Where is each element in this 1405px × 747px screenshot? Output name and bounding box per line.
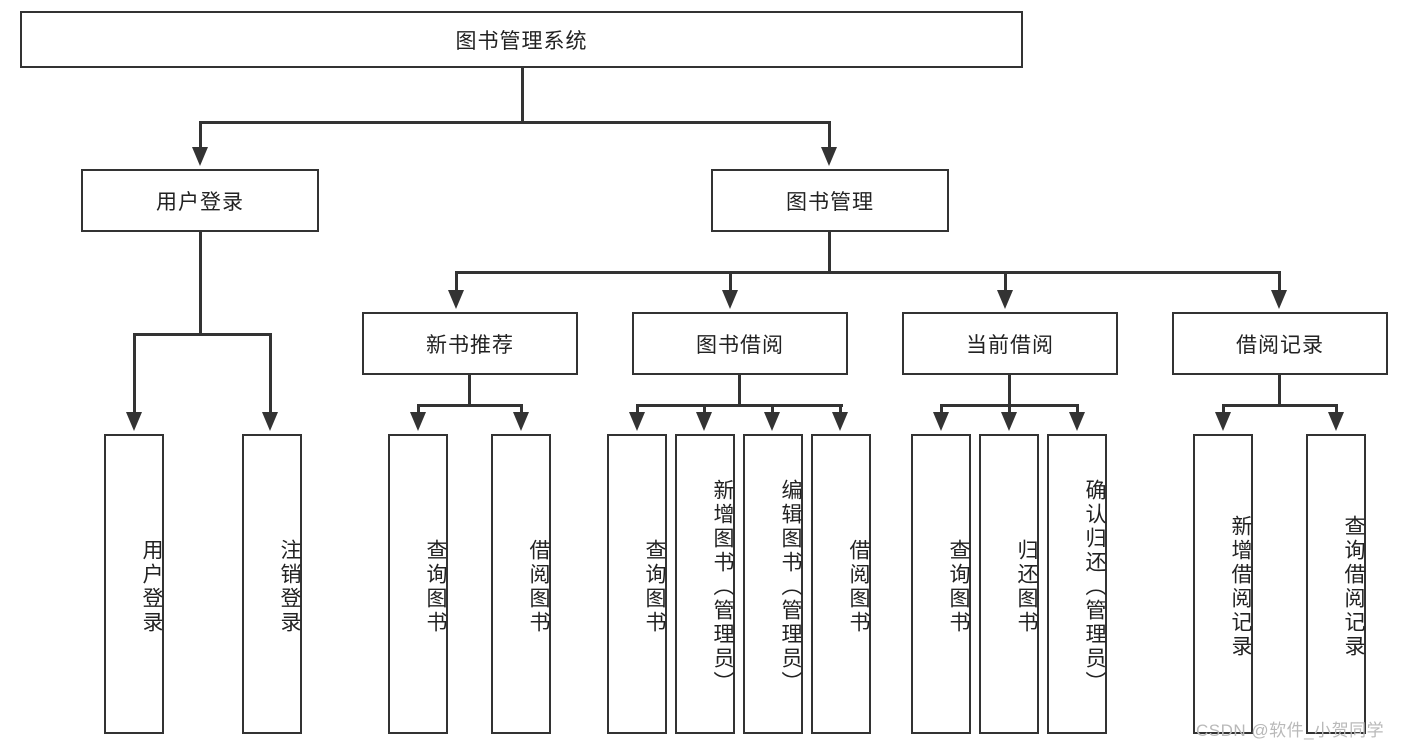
csdn-watermark: CSDN @软件_小贺同学 [1196,721,1385,740]
edge-cb-to-leaf-3 [1076,404,1079,413]
leaf-add-book-label: 新增图书（管理员） [711,479,734,695]
edge-book-manage-bar [455,271,1281,274]
arrow-bm-to-current-borrow [997,290,1013,309]
edge-user-login-to-leaf-2 [269,333,272,413]
edge-bm-to-book-borrow [729,271,732,291]
edge-br-to-leaf-2 [1335,404,1338,413]
leaf-confirm-return-label: 确认归还（管理员） [1083,479,1106,695]
leaf-edit-book[interactable]: 编辑图书（管理员） [743,434,803,734]
leaf-query-record-label: 查询借阅记录 [1342,515,1365,659]
arrow-cb-to-leaf-3 [1069,412,1085,431]
node-current-borrow[interactable]: 当前借阅 [902,312,1118,375]
edge-root-bar [199,121,831,124]
edge-root-to-book-manage [828,121,831,148]
edge-bb-to-leaf-2 [703,404,706,413]
edge-root-stem [521,68,524,124]
arrow-br-to-leaf-2 [1328,412,1344,431]
node-user-login[interactable]: 用户登录 [81,169,319,232]
arrow-bb-to-leaf-2 [696,412,712,431]
leaf-query-book-1[interactable]: 查询图书 [388,434,448,734]
arrow-bb-to-leaf-4 [832,412,848,431]
arrow-cb-to-leaf-2 [1001,412,1017,431]
arrow-user-login-to-leaf-2 [262,412,278,431]
leaf-borrow-book-1[interactable]: 借阅图书 [491,434,551,734]
node-current-borrow-label: 当前借阅 [966,333,1054,357]
arrow-cb-to-leaf-1 [933,412,949,431]
leaf-borrow-book-2-label: 借阅图书 [847,539,870,635]
leaf-user-logout-label: 注销登录 [278,539,301,635]
node-new-book-rec[interactable]: 新书推荐 [362,312,578,375]
node-root[interactable]: 图书管理系统 [20,11,1023,68]
leaf-add-record[interactable]: 新增借阅记录 [1193,434,1253,734]
edge-br-to-leaf-1 [1222,404,1225,413]
node-book-manage[interactable]: 图书管理 [711,169,949,232]
edge-bb-to-leaf-4 [839,404,842,413]
edge-user-login-bar [133,333,272,336]
edge-cb-to-leaf-2 [1008,404,1011,413]
edge-root-to-user-login [199,121,202,148]
arrow-nbr-to-leaf-1 [410,412,426,431]
edge-book-manage-stem [828,232,831,273]
leaf-confirm-return[interactable]: 确认归还（管理员） [1047,434,1107,734]
arrow-bm-to-borrow-record [1271,290,1287,309]
edge-br-bar [1222,404,1338,407]
edge-bm-to-new-book-rec [455,271,458,291]
leaf-query-book-2[interactable]: 查询图书 [607,434,667,734]
node-user-login-label: 用户登录 [156,190,244,214]
node-borrow-record[interactable]: 借阅记录 [1172,312,1388,375]
leaf-add-record-label: 新增借阅记录 [1229,515,1252,659]
edge-cb-stem [1008,375,1011,406]
leaf-return-book-label: 归还图书 [1015,539,1038,635]
edge-cb-to-leaf-1 [940,404,943,413]
leaf-borrow-book-1-label: 借阅图书 [527,539,550,635]
node-book-borrow-label: 图书借阅 [696,333,784,357]
edge-nbr-stem [468,375,471,406]
leaf-user-logout[interactable]: 注销登录 [242,434,302,734]
edge-bb-to-leaf-1 [636,404,639,413]
leaf-query-record[interactable]: 查询借阅记录 [1306,434,1366,734]
arrow-bm-to-book-borrow [722,290,738,309]
arrow-bb-to-leaf-3 [764,412,780,431]
node-book-borrow[interactable]: 图书借阅 [632,312,848,375]
edge-bm-to-borrow-record [1278,271,1281,291]
edge-nbr-to-leaf-1 [417,404,420,413]
arrow-bb-to-leaf-1 [629,412,645,431]
edge-nbr-to-leaf-2 [520,404,523,413]
edge-user-login-stem [199,232,202,335]
arrow-root-to-book-manage [821,147,837,166]
arrow-bm-to-new-book-rec [448,290,464,309]
node-borrow-record-label: 借阅记录 [1236,333,1324,357]
arrow-br-to-leaf-1 [1215,412,1231,431]
node-new-book-rec-label: 新书推荐 [426,333,514,357]
edge-user-login-to-leaf-1 [133,333,136,413]
arrow-nbr-to-leaf-2 [513,412,529,431]
leaf-edit-book-label: 编辑图书（管理员） [779,479,802,695]
edge-bm-to-current-borrow [1004,271,1007,291]
edge-bb-bar [636,404,843,407]
leaf-query-book-2-label: 查询图书 [643,539,666,635]
leaf-query-book-3[interactable]: 查询图书 [911,434,971,734]
node-root-label: 图书管理系统 [455,29,588,53]
edge-bb-to-leaf-3 [771,404,774,413]
arrow-root-to-user-login [192,147,208,166]
leaf-query-book-3-label: 查询图书 [947,539,970,635]
leaf-add-book[interactable]: 新增图书（管理员） [675,434,735,734]
edge-bb-stem [738,375,741,406]
node-book-manage-label: 图书管理 [786,190,874,214]
edge-nbr-bar [417,404,523,407]
leaf-user-login-label: 用户登录 [140,539,163,635]
leaf-user-login[interactable]: 用户登录 [104,434,164,734]
leaf-query-book-1-label: 查询图书 [424,539,447,635]
edge-br-stem [1278,375,1281,406]
leaf-return-book[interactable]: 归还图书 [979,434,1039,734]
arrow-user-login-to-leaf-1 [126,412,142,431]
leaf-borrow-book-2[interactable]: 借阅图书 [811,434,871,734]
